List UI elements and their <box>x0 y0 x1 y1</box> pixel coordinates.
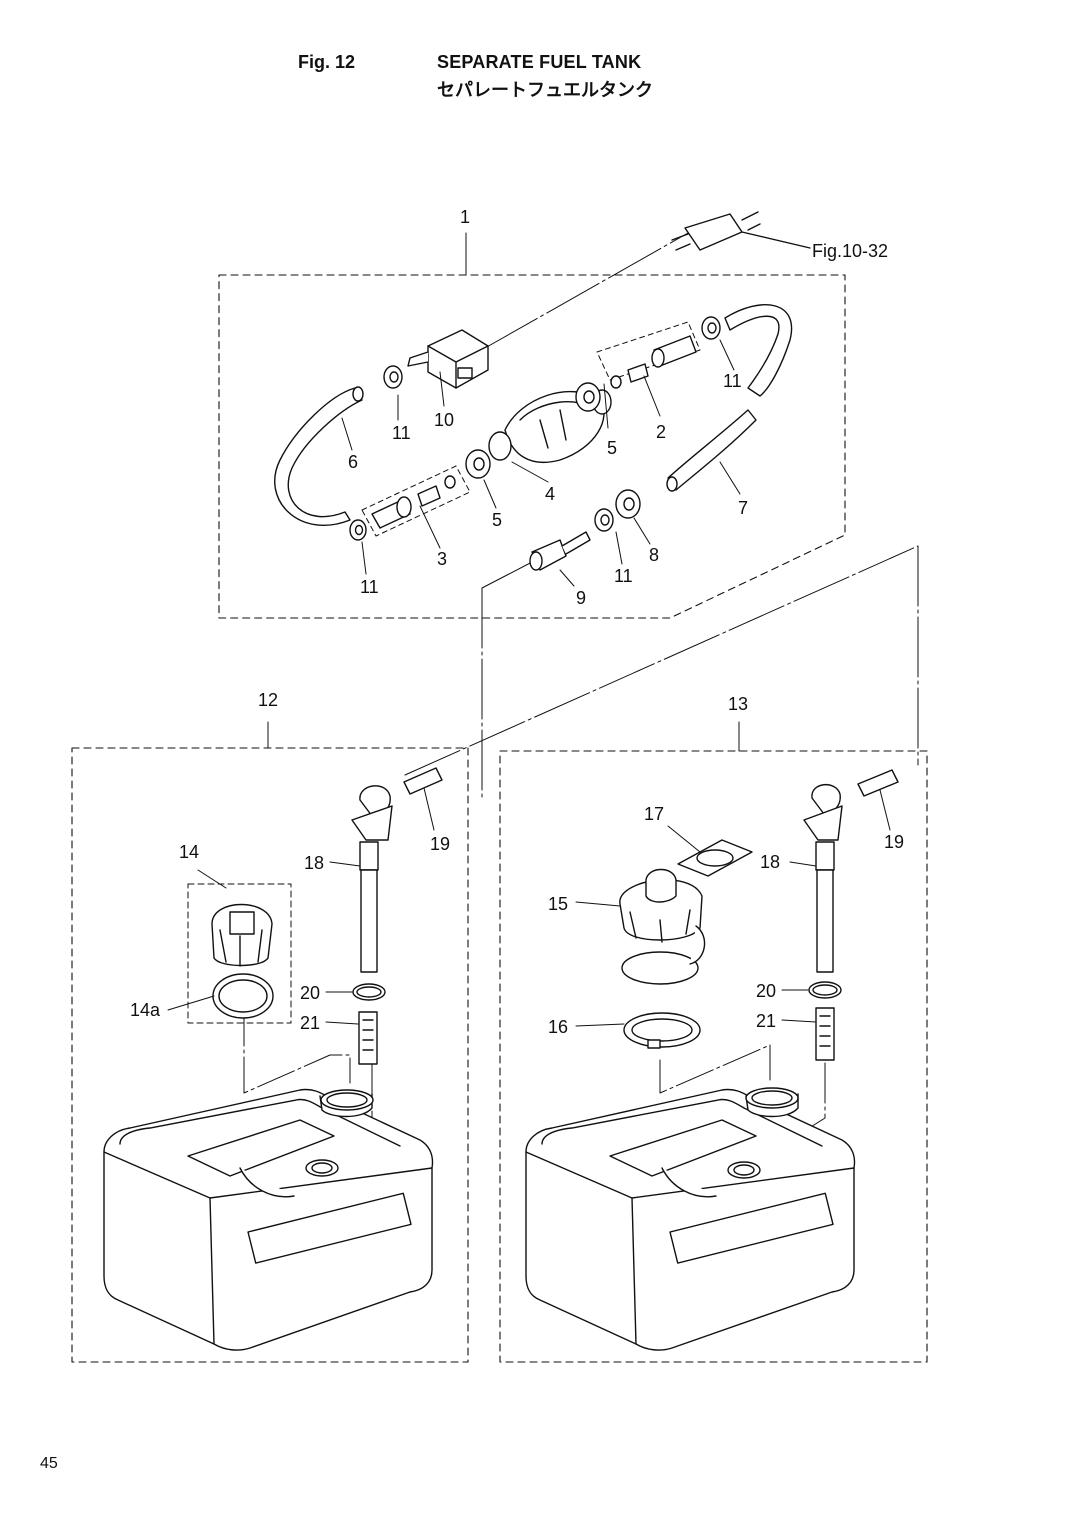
part-9-fitting <box>529 531 591 571</box>
callout-19a: 19 <box>430 834 450 854</box>
leader-lines <box>167 339 891 1027</box>
callout-20a: 20 <box>300 983 320 1003</box>
part-11-collars <box>349 316 721 541</box>
callout-16: 16 <box>548 1017 568 1037</box>
figure-subtitle: セパレートフュエルタンク <box>437 80 653 100</box>
callout-10: 10 <box>434 410 454 430</box>
right-fuel-tank <box>525 1087 856 1351</box>
part-6-hose <box>274 386 364 526</box>
part-3-connector <box>371 475 456 529</box>
group-frame-cap-14 <box>187 883 292 1024</box>
callout-4: 4 <box>545 484 555 504</box>
callout-19b: 19 <box>884 832 904 852</box>
part-10-joint <box>407 329 489 389</box>
part-5-collars <box>465 382 601 479</box>
group-frame-tank-12 <box>71 747 469 1363</box>
callout-15: 15 <box>548 894 568 914</box>
callout-7: 7 <box>738 498 748 518</box>
callout-18b: 18 <box>760 852 780 872</box>
callout-3: 3 <box>437 549 447 569</box>
callout-21a: 21 <box>300 1013 320 1033</box>
callout-11d: 11 <box>360 577 379 597</box>
callout-2: 2 <box>656 422 666 442</box>
left-fuel-tank <box>103 1088 434 1351</box>
left-pickup-assembly <box>351 767 443 1065</box>
part-14-cap <box>211 903 274 1019</box>
part-2-connector <box>610 335 697 389</box>
callout-5b: 5 <box>607 438 617 458</box>
callout-9: 9 <box>576 588 586 608</box>
callout-20b: 20 <box>756 981 776 1001</box>
group-frame-connector-2 <box>596 321 701 381</box>
group-frame-tank-13 <box>499 750 928 1363</box>
callout-1: 1 <box>460 207 470 227</box>
connection-lines <box>267 232 919 801</box>
reference-connector <box>671 211 811 251</box>
callout-17: 17 <box>644 804 664 824</box>
part-17-label <box>677 839 753 877</box>
callout-18a: 18 <box>304 853 324 873</box>
callout-labels: 1 2 3 4 5 5 6 7 8 9 10 11 11 11 11 12 13… <box>130 207 904 1037</box>
callout-8: 8 <box>649 545 659 565</box>
part-15-cap <box>619 868 706 985</box>
part-16-ring <box>623 1012 701 1049</box>
figure-number: Fig. 12 <box>298 52 356 72</box>
callout-14: 14 <box>179 842 199 862</box>
callout-12: 12 <box>258 690 278 710</box>
figure-title: SEPARATE FUEL TANK <box>437 52 642 72</box>
callout-11c: 11 <box>614 566 633 586</box>
part-8-collar <box>615 489 641 519</box>
callout-5a: 5 <box>492 510 502 530</box>
callout-21b: 21 <box>756 1011 776 1031</box>
callout-14a: 14a <box>130 1000 161 1020</box>
callout-6: 6 <box>348 452 358 472</box>
right-pickup-assembly <box>803 769 899 1061</box>
callout-13: 13 <box>728 694 748 714</box>
part-7-hose <box>666 304 793 492</box>
group-frame-connector-3 <box>361 465 471 537</box>
reference-label: Fig.10-32 <box>812 241 888 261</box>
page-number: 45 <box>40 1455 58 1472</box>
callout-11a: 11 <box>392 423 411 443</box>
callout-11b: 11 <box>723 371 742 391</box>
group-frame-fuel-hose <box>218 274 846 619</box>
